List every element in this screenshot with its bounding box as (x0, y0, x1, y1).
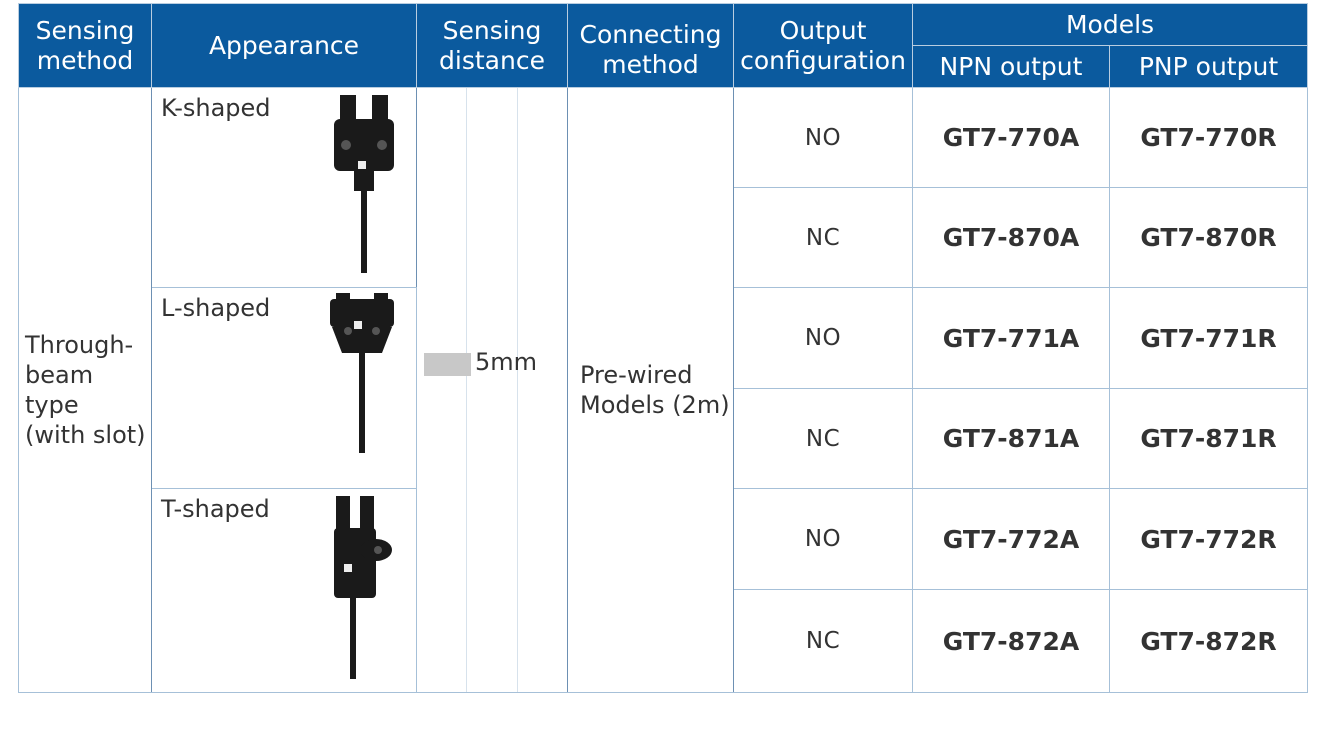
output-config-cell: NC (733, 187, 913, 288)
appearance-t-shaped: T-shaped (151, 488, 417, 693)
pnp-model-cell: GT7-771R (1109, 287, 1308, 389)
appearance-k-shaped: K-shaped (151, 87, 417, 288)
header-npn-output: NPN output (912, 45, 1110, 88)
connecting-method-cell: Pre-wired Models (2m) (567, 87, 734, 693)
npn-model-cell: GT7-772A (912, 488, 1110, 590)
header-appearance: Appearance (151, 3, 417, 88)
npn-model-cell: GT7-770A (912, 87, 1110, 188)
output-config-cell: NO (733, 87, 913, 188)
pnp-model-cell: GT7-772R (1109, 488, 1308, 590)
pnp-model-cell: GT7-870R (1109, 187, 1308, 288)
pnp-model-cell: GT7-872R (1109, 589, 1308, 693)
header-models: Models (912, 3, 1308, 46)
npn-model-cell: GT7-771A (912, 287, 1110, 389)
spec-table: Sensing method Appearance Sensing distan… (18, 3, 1308, 693)
npn-model-cell: GT7-870A (912, 187, 1110, 288)
appearance-label: T-shaped (161, 495, 270, 523)
appearance-label: L-shaped (161, 294, 271, 322)
header-pnp-output: PNP output (1109, 45, 1308, 88)
header-sensing-method: Sensing method (18, 3, 152, 88)
header-output-configuration: Output configuration (733, 3, 913, 88)
l-shaped-sensor-icon (328, 293, 396, 457)
header-sensing-distance: Sensing distance (416, 3, 568, 88)
output-config-cell: NC (733, 388, 913, 489)
k-shaped-sensor-icon (332, 93, 396, 277)
sensing-distance-value: 5mm (475, 348, 538, 376)
pnp-model-cell: GT7-871R (1109, 388, 1308, 489)
sensing-distance-bar (424, 353, 471, 376)
header-connecting-method: Connecting method (567, 3, 734, 88)
output-config-cell: NO (733, 488, 913, 590)
npn-model-cell: GT7-871A (912, 388, 1110, 489)
sensing-distance-cell: 5mm (416, 87, 568, 693)
output-config-cell: NC (733, 589, 913, 693)
t-shaped-sensor-icon (328, 494, 396, 683)
appearance-l-shaped: L-shaped (151, 287, 417, 489)
npn-model-cell: GT7-872A (912, 589, 1110, 693)
appearance-label: K-shaped (161, 94, 271, 122)
pnp-model-cell: GT7-770R (1109, 87, 1308, 188)
sensing-method-cell: Through- beam type (with slot) (18, 87, 152, 693)
output-config-cell: NO (733, 287, 913, 389)
